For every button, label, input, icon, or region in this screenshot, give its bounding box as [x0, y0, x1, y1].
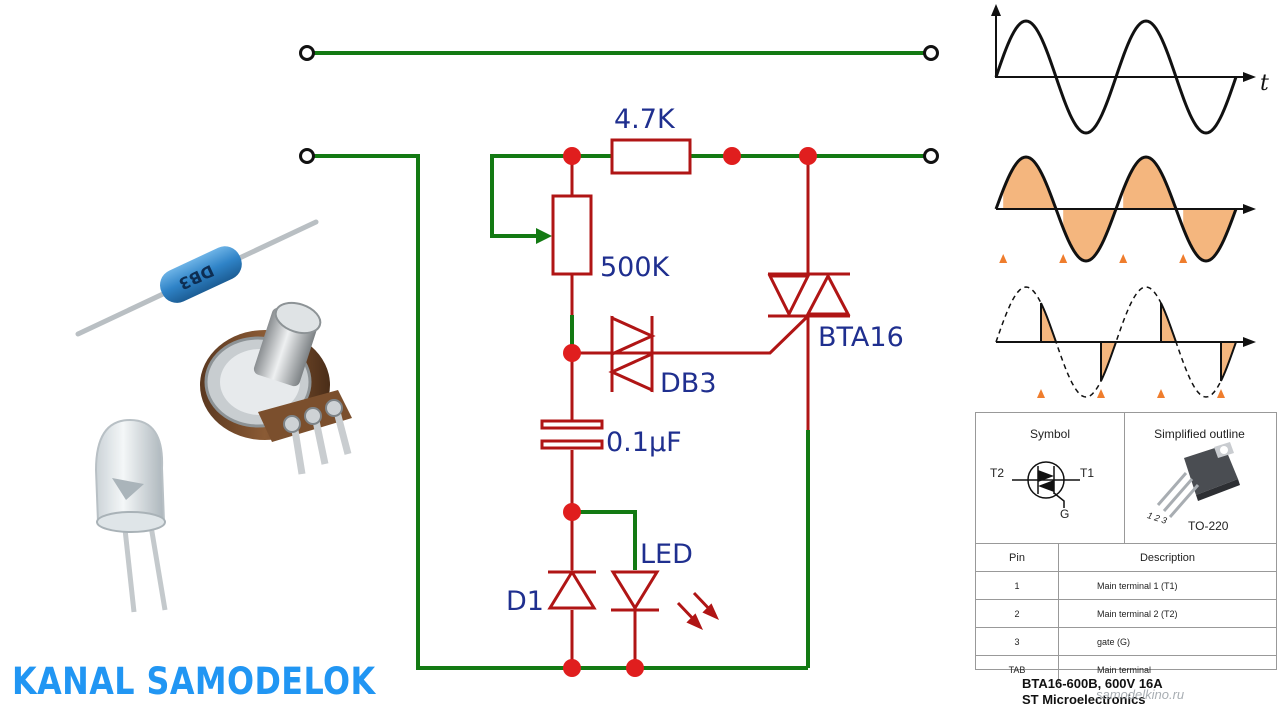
watermark: samodelkino.ru	[1096, 687, 1185, 702]
capacitor-symbol	[540, 419, 604, 450]
terminal-top-left[interactable]	[299, 45, 315, 61]
potentiometer-500k	[551, 194, 593, 276]
part-caption: BTA16-600B, 600V 16A ST Microelectronics	[1022, 676, 1163, 708]
table-row: 1 Main terminal 1 (T1)	[976, 571, 1276, 600]
terminal-mid-left[interactable]	[299, 148, 315, 164]
symbol-t1-label: T1	[1080, 466, 1095, 480]
waveform-phase-control-2	[995, 286, 1256, 398]
trigger-marker	[999, 254, 1008, 263]
desc-cell: Main terminal	[1097, 664, 1152, 675]
outline-title: Simplified outline	[1154, 427, 1245, 441]
symbol-cell: Symbol T2 T1 G	[976, 413, 1125, 543]
pin-table: Pin Description 1 Main terminal 1 (T1) 2…	[976, 544, 1276, 683]
top-supply-line	[299, 45, 939, 61]
table-row: 2 Main terminal 2 (T2)	[976, 599, 1276, 628]
description-header: Description	[1058, 544, 1276, 572]
led-label: LED	[640, 539, 693, 570]
trigger-marker	[1037, 389, 1045, 398]
red-wires	[570, 156, 810, 668]
resistor-label: 4.7K	[614, 104, 676, 135]
waveform-phase-control-1	[994, 155, 1256, 263]
package-label: TO-220	[1188, 519, 1229, 533]
pin-cell: 3	[976, 627, 1059, 656]
symbol-title: Symbol	[1029, 427, 1070, 441]
led-symbol	[610, 570, 720, 631]
diac-symbol	[608, 315, 656, 393]
waveform-sine: t	[991, 4, 1269, 135]
outline-cell: Simplified outline 1 2 3 TO-220	[1124, 413, 1275, 543]
trigger-marker	[1119, 254, 1128, 263]
green-wires	[313, 154, 924, 670]
desc-cell: Main terminal 2 (T2)	[1058, 599, 1276, 628]
pin-header: Pin	[976, 544, 1059, 572]
diac-photo: DB3	[75, 219, 319, 337]
led-photo	[94, 418, 168, 613]
waveform-axis-label: t	[1260, 71, 1269, 96]
symbol-g-label: G	[1060, 507, 1070, 521]
trigger-marker	[1157, 389, 1165, 398]
potentiometer-photo	[200, 301, 352, 475]
resistor-4k7	[610, 138, 692, 175]
pot-wiper-arrow	[536, 228, 552, 244]
diac-label: DB3	[660, 368, 717, 399]
desc-cell: Main terminal 1 (T1)	[1058, 571, 1276, 600]
caption-line-1: BTA16-600B, 600V 16A	[1022, 676, 1163, 691]
table-row: 3 gate (G)	[976, 627, 1276, 656]
capacitor-label: 0.1µF	[606, 427, 682, 458]
pin-cell: 1	[976, 571, 1059, 600]
triac-datasheet: Symbol T2 T1 G Simplified outline	[975, 412, 1277, 683]
symbol-t2-label: T2	[990, 466, 1005, 480]
to220-package-icon	[1156, 442, 1240, 518]
triac-schematic-icon	[1012, 461, 1080, 508]
terminal-mid-right[interactable]	[923, 148, 939, 164]
pin-cell: 2	[976, 599, 1059, 628]
trigger-marker	[1179, 254, 1188, 263]
junction-nodes	[563, 147, 817, 677]
trigger-marker	[1059, 254, 1068, 263]
trigger-marker	[1097, 389, 1105, 398]
diode-label: D1	[506, 586, 544, 617]
pin-cell: TAB	[976, 655, 1059, 683]
triac-symbol	[767, 272, 851, 318]
caption-line-2: ST Microelectronics	[1022, 692, 1146, 707]
diode-d1-symbol	[547, 569, 597, 610]
table-row: TAB Main terminal	[976, 655, 1276, 683]
triac-label: BTA16	[818, 322, 904, 353]
terminal-top-right[interactable]	[923, 45, 939, 61]
channel-brand: KANAL SAMODELOK	[12, 660, 376, 703]
trigger-marker	[1217, 389, 1225, 398]
desc-cell: gate (G)	[1058, 627, 1276, 656]
pot-label: 500K	[600, 252, 671, 283]
